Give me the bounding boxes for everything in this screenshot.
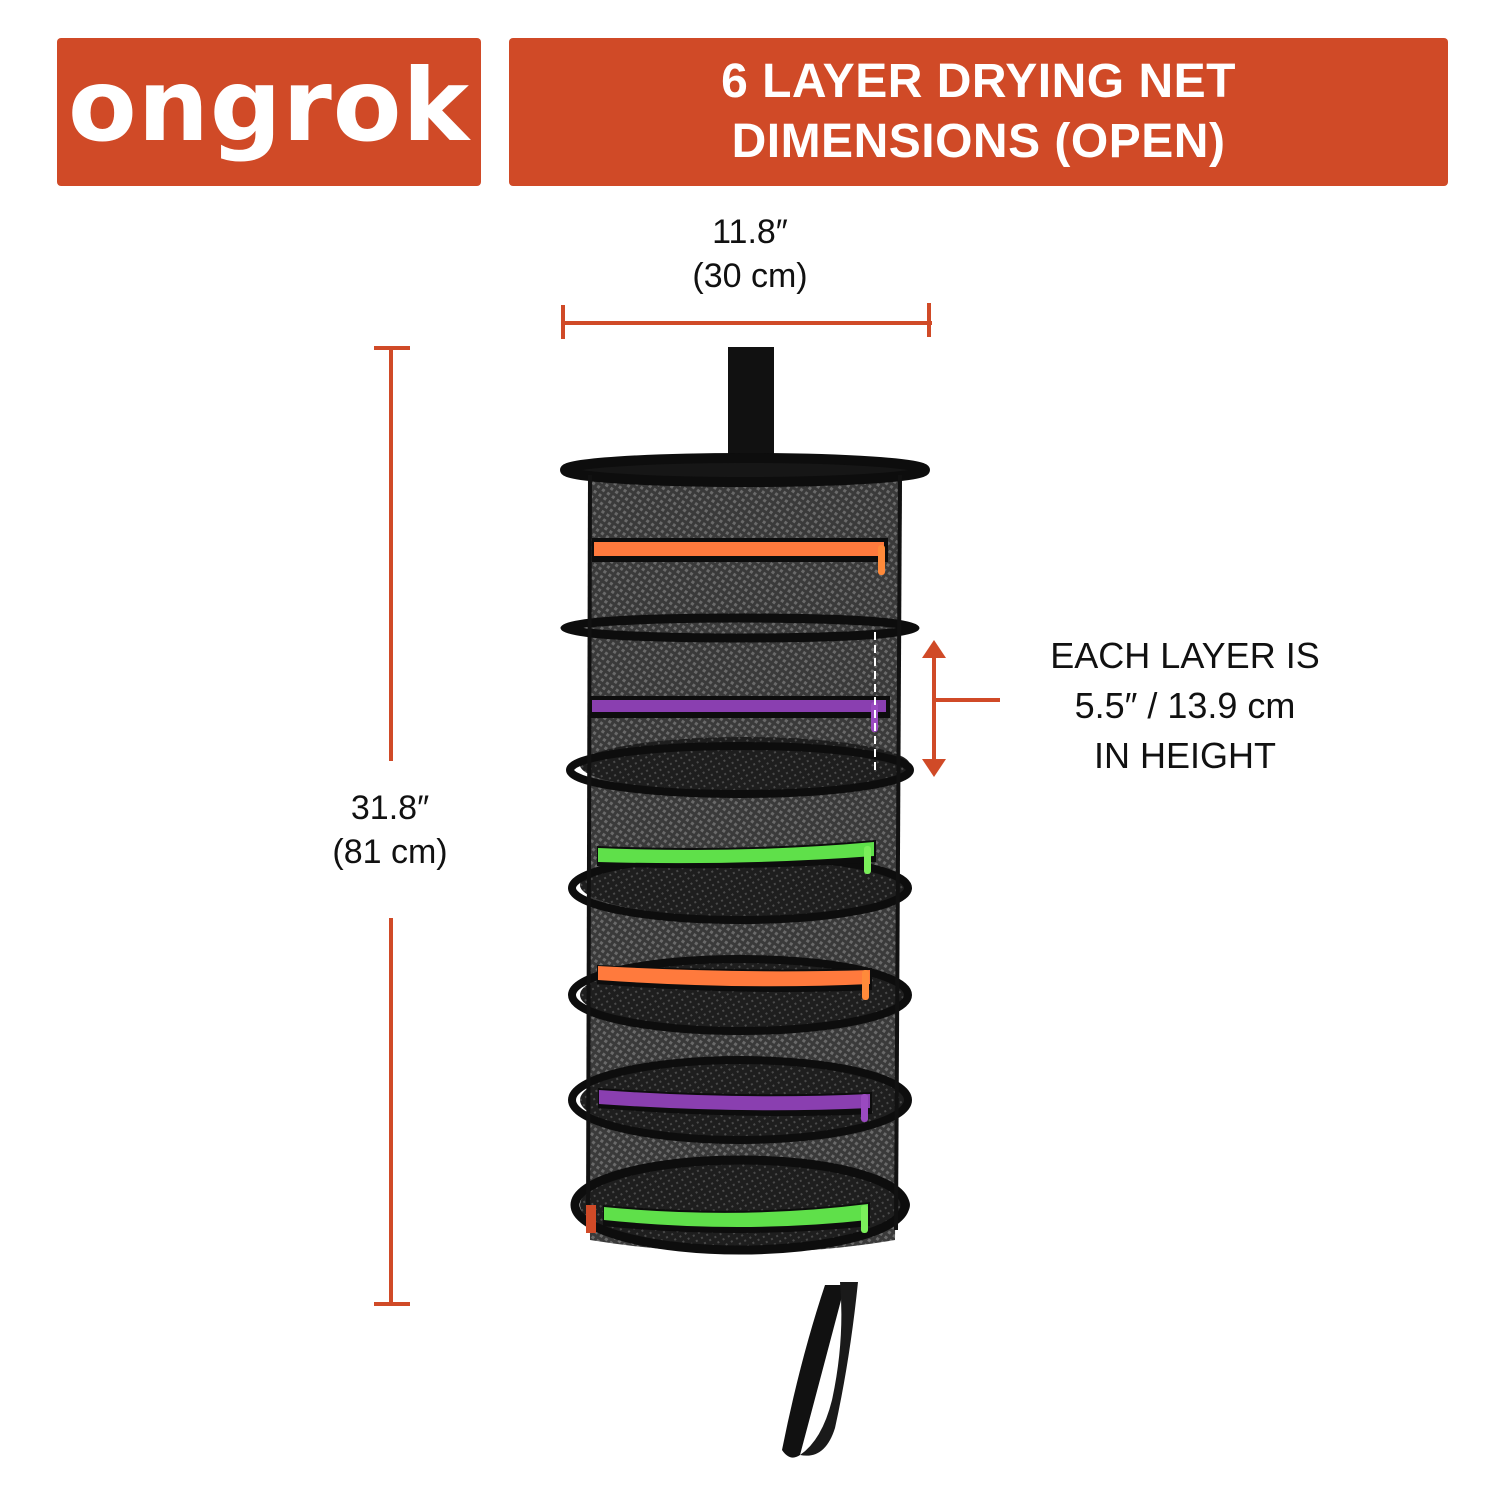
title-banner: 6 LAYER DRYING NET DIMENSIONS (OPEN) <box>509 38 1448 186</box>
height-line-upper <box>389 346 393 761</box>
width-line <box>562 321 932 325</box>
brand-tag <box>586 1205 596 1233</box>
width-tick-left <box>561 305 565 339</box>
hanging-strap-top <box>728 347 774 465</box>
zipper-layer-2 <box>590 696 890 732</box>
zipper-layer-3 <box>597 840 876 874</box>
zipper-pull-icon <box>864 846 871 874</box>
zipper-pull-icon <box>861 1205 868 1233</box>
title-line-2: DIMENSIONS (OPEN) <box>731 115 1226 168</box>
hanging-strap-bottom <box>782 1285 845 1458</box>
zipper-pull-icon <box>861 1094 868 1122</box>
zipper-pull-icon <box>862 970 869 1000</box>
width-imperial: 11.8″ <box>712 213 788 251</box>
height-metric: (81 cm) <box>332 833 448 871</box>
title-line-1: 6 LAYER DRYING NET <box>721 55 1236 108</box>
width-metric: (30 cm) <box>692 257 808 295</box>
height-line-lower <box>389 918 393 1304</box>
height-imperial: 31.8″ <box>350 789 430 827</box>
zipper-layer-6 <box>603 1202 870 1233</box>
height-dimension-label: 31.8″ (81 cm) <box>290 786 490 874</box>
zipper-layer-4 <box>597 965 872 1000</box>
zipper-layer-1 <box>592 538 888 575</box>
width-tick-right <box>927 303 931 337</box>
layer-height-line-2: 5.5″ / 13.9 cm <box>1074 685 1296 726</box>
brand-logo: ongrok <box>68 47 470 164</box>
zipper-pull-icon <box>878 545 885 575</box>
layer-height-label: EACH LAYER IS 5.5″ / 13.9 cm IN HEIGHT <box>1000 631 1370 781</box>
layer-height-line-1: EACH LAYER IS <box>1050 635 1320 676</box>
brand-logo-banner: ongrok <box>57 38 481 186</box>
height-tick-bottom <box>374 1302 410 1306</box>
zippers <box>590 538 890 1233</box>
hoop-rings <box>560 453 930 1255</box>
width-dimension-label: 11.8″ (30 cm) <box>630 210 870 298</box>
layer-height-line-3: IN HEIGHT <box>1093 735 1276 776</box>
zipper-layer-5 <box>598 1088 872 1122</box>
